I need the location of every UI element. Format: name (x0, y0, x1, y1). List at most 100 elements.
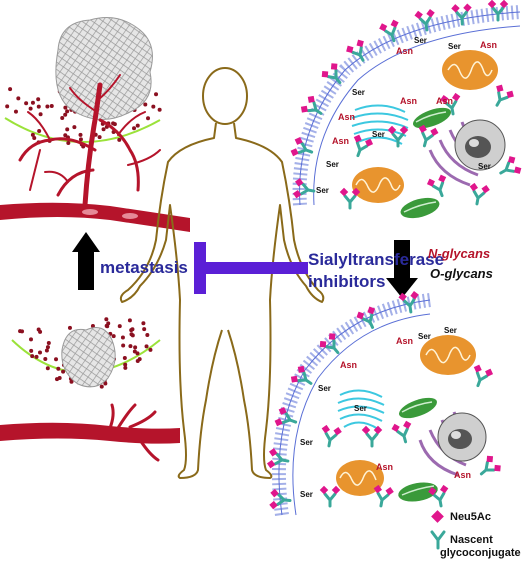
ser-label: Ser (372, 130, 385, 139)
ser-label: Ser (318, 384, 331, 393)
tumor-cell-dot (137, 357, 142, 362)
tumor-cell-dot (141, 321, 146, 326)
tumor-cell-dot (29, 348, 34, 353)
tumor-cell-dot (101, 127, 106, 132)
tumor-cell-dot (18, 329, 23, 334)
metastasis-arrow-icon (72, 232, 100, 290)
ser-label: Ser (326, 160, 339, 169)
tumor-cell-dot (157, 107, 162, 112)
tumor-cell-dot (78, 132, 83, 137)
ser-label: Ser (300, 490, 313, 499)
tumor-cell-dot (144, 344, 149, 349)
tumor-cell-dot (13, 109, 18, 114)
neu5ac-legend-icon (431, 510, 444, 523)
glycoconjugate-icon (319, 333, 340, 355)
mitochondrion-top-2 (352, 167, 404, 203)
glycoconjugate-icon (353, 134, 374, 158)
tumor-cell-dot (111, 334, 116, 339)
asn-label: Asn (454, 470, 472, 480)
tumor-cell-dot (65, 109, 70, 114)
tumor-cell-dot (90, 324, 95, 329)
tumor-cell-dot (104, 317, 109, 322)
tumor-cell-dot (135, 123, 140, 128)
glycoconjugate-icon (451, 3, 472, 26)
glycoconjugate-icon (290, 365, 313, 385)
tumor-cell-dot (97, 135, 102, 140)
tumor-cell-dot (111, 121, 116, 126)
tumor-cell-dot (30, 354, 35, 359)
tumor-cell-dot (127, 318, 132, 323)
tumor-cell-dot (5, 104, 10, 109)
tumor-cell-dot (38, 350, 43, 355)
tumor-cell-dot (37, 128, 42, 133)
glycoconjugate-icon (319, 485, 341, 508)
mitochondrion-bottom-2 (336, 460, 384, 496)
asn-label: Asn (396, 336, 414, 346)
glycoconjugate-icon (346, 39, 365, 62)
mitochondrion-top-1 (442, 50, 498, 90)
asn-label: Asn (396, 46, 414, 56)
tumor-cell-dot (45, 345, 50, 350)
chloroplast-top-2 (400, 197, 440, 219)
asn-label: Asn (480, 40, 498, 50)
ser-label: Ser (444, 326, 457, 335)
asn-label: Asn (400, 96, 418, 106)
tumor-cell-dot (65, 127, 70, 132)
tumor-cell-dot (30, 132, 35, 137)
main-blood-vessel-top (0, 202, 190, 232)
tumor-cell-dot (38, 112, 43, 117)
tumor-cell-dot (44, 348, 49, 353)
main-blood-vessel-bottom (0, 422, 180, 444)
tumor-top-panel (0, 17, 190, 232)
glycoconjugate-icon (414, 9, 435, 32)
ser-label: Ser (300, 438, 313, 447)
tumor-cell-dot (105, 324, 110, 329)
tumor-bottom-panel (0, 317, 180, 462)
glycoconjugates-bottom (266, 291, 501, 510)
asn-label: Asn (332, 136, 350, 146)
tumor-cell-dot (61, 369, 66, 374)
tumor-cell-dot (63, 112, 68, 117)
glycoconjugate-icon (321, 63, 342, 85)
glycoconjugate-icon (426, 174, 447, 198)
neu5ac-legend-label: Neu5Ac (450, 511, 491, 523)
glycoconjugates-top (290, 0, 522, 210)
tumor-cell-dot (36, 97, 41, 102)
tumor-cell-dot (72, 125, 77, 130)
tumor-cell-dot (133, 345, 138, 350)
tumor-cell-dot (36, 327, 41, 332)
tumor-cell-dot (69, 379, 74, 384)
glycoconjugate-icon (473, 364, 494, 388)
tumor-cell-dot (117, 324, 122, 329)
ser-label: Ser (418, 332, 431, 341)
glycoconjugate-legend-icon (430, 530, 446, 550)
tumor-cell-dot (54, 357, 59, 362)
tumor-cell-dot (28, 106, 33, 111)
tumor-cell-dot (46, 341, 51, 346)
metastasis-label: metastasis (100, 258, 188, 277)
tumor-cell-dot (151, 104, 156, 109)
glycoconjugate-icon (274, 406, 298, 427)
glycoconjugate-icon (499, 156, 522, 175)
glycoconjugate-icon (428, 484, 449, 508)
tumor-cell-dot (145, 332, 150, 337)
tumor-cell-dot (123, 365, 128, 370)
tumor-cell-dot (146, 116, 151, 121)
asn-label: Asn (436, 96, 454, 106)
ser-label: Ser (316, 186, 329, 195)
ser-label: Ser (448, 42, 461, 51)
tumor-cell-dot (28, 337, 33, 342)
tumor-cell-dot (99, 384, 104, 389)
tumor-cell-dot (60, 116, 65, 121)
tumor-cell-dot (16, 96, 21, 101)
glycoconjugate-icon (487, 0, 509, 22)
tumor-cell-dot (122, 355, 127, 360)
glycoconjugate-icon (266, 448, 290, 469)
nascent-legend-label-line2: glycoconjugate (440, 547, 521, 559)
ser-label: Ser (414, 36, 427, 45)
glycoconjugate-icon (440, 92, 461, 116)
tumor-cell-dot (117, 137, 122, 142)
inhibitors-label-line2: inhibitors (308, 272, 386, 291)
glycoconjugate-icon (290, 136, 314, 157)
glycoconjugate-icon (495, 84, 514, 107)
